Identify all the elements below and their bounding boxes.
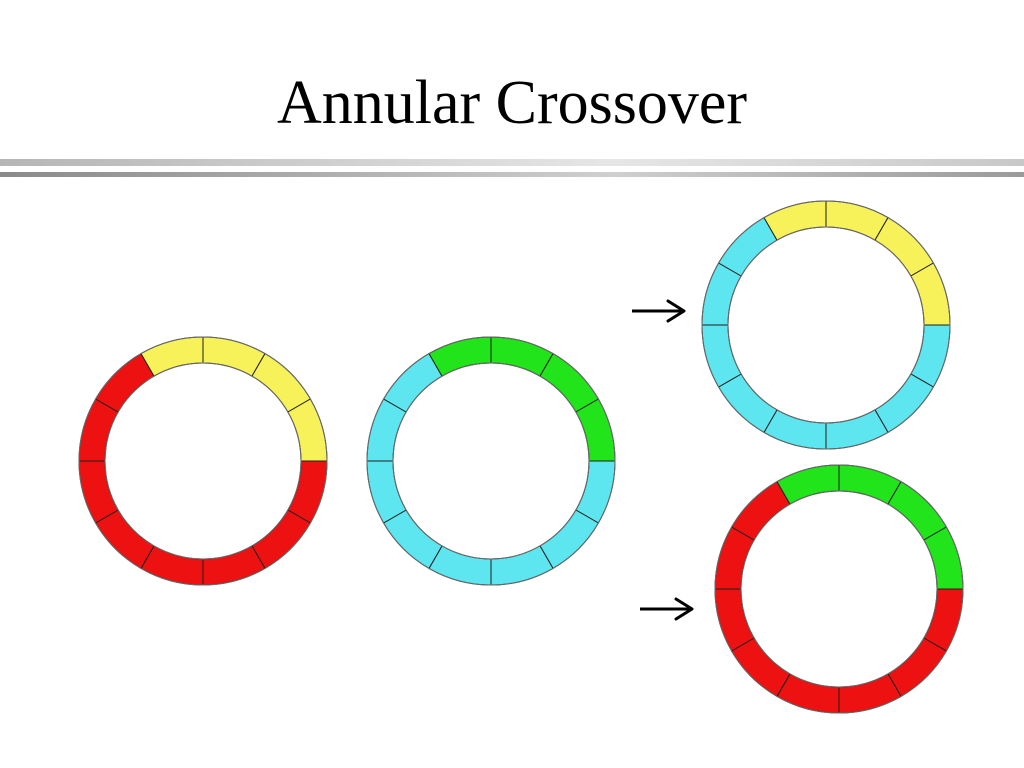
parent-ring-1 [78,336,328,586]
ring-segment-cyan [701,324,742,388]
ring-segment-yellow [910,262,951,326]
right-arrow-icon [632,299,686,323]
ring-segment-red [78,460,119,524]
ring-segment-cyan [382,509,443,570]
ring-inner-edge [727,226,925,424]
ring-segment-red [730,637,791,698]
ring-outer-edge [78,336,328,586]
right-arrow-icon [640,597,694,621]
ring-inner-edge [392,362,590,560]
ring-outer-edge [366,336,616,586]
ring-segment-cyan [717,216,778,277]
ring-segment-red [94,352,155,413]
ring-segment-red [202,545,266,586]
ring-segment-red [251,509,312,570]
ring-segment-red [714,588,755,652]
ring-segment-cyan [825,409,889,450]
rings-layer [78,200,964,714]
ring-segment-cyan [717,373,778,434]
ring-segment-green [575,398,616,462]
ring-outer-edge [714,464,964,714]
ring-segment-yellow [140,336,204,377]
ring-segment-cyan [539,509,600,570]
slide-title: Annular Crossover [276,69,748,137]
ring-segment-red [730,480,791,541]
ring-segment-cyan [366,460,407,524]
arrow-to-offspring-1 [632,299,686,323]
ring-segment-red [94,509,155,570]
parent-ring-2 [366,336,616,586]
offspring-ring-2 [714,464,964,714]
ring-segment-green [428,336,492,377]
ring-segment-cyan [874,373,935,434]
arrows-layer [632,299,694,621]
ring-inner-edge [104,362,302,560]
title-divider-top [0,159,1024,166]
ring-segment-yellow [763,200,827,241]
ring-segment-red [887,637,948,698]
ring-segment-green [776,464,840,505]
arrow-to-offspring-2 [640,597,694,621]
arrow-head [674,597,694,621]
offspring-ring-1 [701,200,951,450]
ring-segment-yellow [287,398,328,462]
ring-segment-cyan [490,545,554,586]
arrow-head [666,299,686,323]
ring-inner-edge [740,490,938,688]
ring-outer-edge [701,200,951,450]
title-divider-bottom [0,172,1024,177]
ring-segment-green [539,352,600,413]
ring-segment-yellow [874,216,935,277]
ring-segment-green [923,526,964,590]
ring-segment-yellow [251,352,312,413]
ring-segment-red [838,673,902,714]
ring-segment-cyan [382,352,443,413]
ring-segment-green [887,480,948,541]
